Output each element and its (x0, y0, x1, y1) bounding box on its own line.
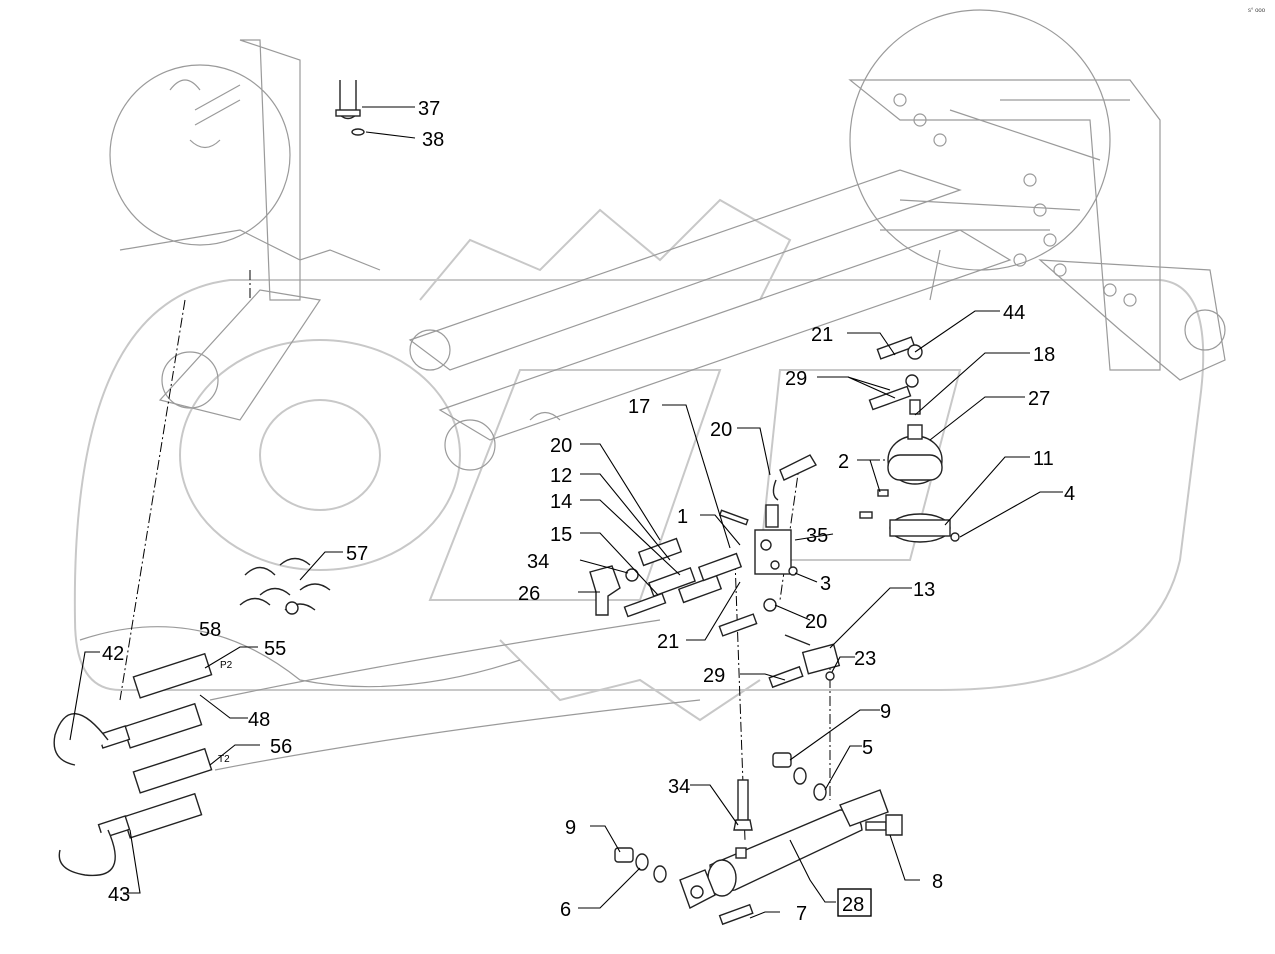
callout-43: 43 (108, 884, 130, 906)
callout-20-top: 20 (710, 419, 732, 441)
callout-42: 42 (102, 643, 124, 665)
callout-15: 15 (550, 524, 572, 546)
callout-55: 55 (264, 638, 286, 660)
callout-37: 37 (418, 98, 440, 120)
callout-21-mid: 21 (657, 631, 679, 653)
corner-mark: s° ooo (1248, 8, 1266, 14)
main-assembly-frame (837, 888, 872, 917)
callout-29-low: 29 (703, 665, 725, 687)
callout-6: 6 (560, 899, 571, 921)
callout-11: 11 (1033, 448, 1054, 470)
callout-4: 4 (1064, 483, 1075, 505)
callout-12: 12 (550, 465, 572, 487)
callout-numbers: 37 38 44 21 18 29 27 17 20 2 11 4 20 12 … (102, 98, 1075, 925)
wheel-hub-holes (893, 93, 1137, 307)
callout-20-left: 20 (550, 435, 572, 457)
watermark-logo (73, 198, 1205, 722)
hose-label-p2: P2 (220, 660, 233, 671)
callout-1: 1 (677, 506, 688, 528)
callout-3: 3 (820, 573, 831, 595)
callout-58: 58 (199, 619, 221, 641)
accumulator-part (887, 399, 943, 485)
callout-38: 38 (422, 129, 444, 151)
callout-2: 2 (838, 451, 849, 473)
callout-7: 7 (796, 903, 807, 925)
callout-21-top: 21 (811, 324, 833, 346)
hydraulic-cylinder-part (614, 752, 903, 926)
callout-34-low: 34 (668, 776, 690, 798)
callout-26: 26 (518, 583, 540, 605)
machine-frame (79, 9, 1226, 688)
clamp-bracket-part (859, 489, 960, 543)
callout-8: 8 (932, 871, 943, 893)
u-bolt-part (335, 80, 365, 136)
callout-18: 18 (1033, 344, 1055, 366)
callout-23: 23 (854, 648, 876, 670)
callout-9-right: 9 (880, 701, 891, 723)
callout-13: 13 (913, 579, 935, 601)
callout-9-left: 9 (565, 817, 576, 839)
callout-28: 28 (842, 894, 864, 916)
callout-5: 5 (862, 737, 873, 759)
callout-14: 14 (550, 491, 572, 513)
upper-fittings (868, 336, 923, 411)
callout-29-top: 29 (785, 368, 807, 390)
hose-label-t2: T2 (218, 754, 230, 765)
callout-48: 48 (248, 709, 270, 731)
callout-44: 44 (1003, 302, 1025, 324)
callout-20-right: 20 (805, 611, 827, 633)
coupler-clips-part (239, 557, 331, 615)
callout-34-left: 34 (527, 551, 549, 573)
callout-57: 57 (346, 543, 368, 565)
callout-56: 56 (270, 736, 292, 758)
valve-block-part (718, 454, 817, 576)
callout-35: 35 (806, 525, 828, 547)
left-fittings (589, 537, 777, 637)
ball-valve-part (768, 634, 841, 689)
callout-27: 27 (1028, 388, 1050, 410)
callout-17: 17 (628, 396, 650, 418)
leader-lines (69, 106, 1063, 919)
quick-couplers-part (53, 619, 701, 877)
